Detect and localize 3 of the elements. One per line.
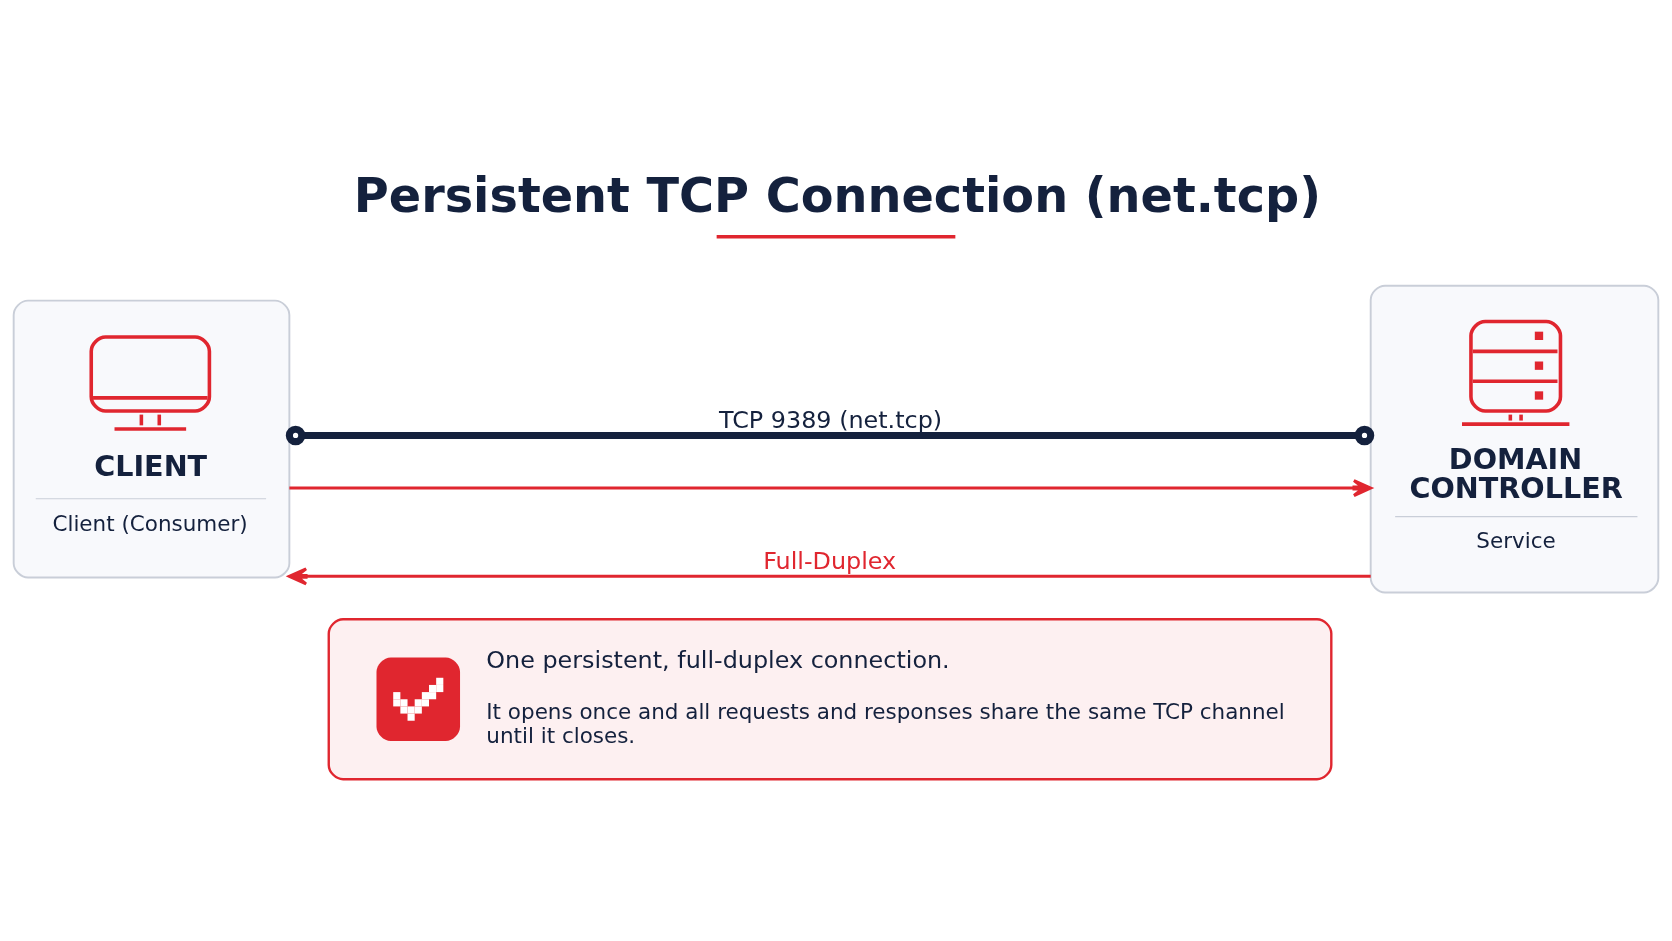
edge-label: Full-Duplex: [763, 546, 897, 575]
edge-label: TCP 9389 (net.tcp): [719, 405, 943, 434]
diagram-title: Persistent TCP Connection (net.tcp): [353, 167, 1321, 223]
